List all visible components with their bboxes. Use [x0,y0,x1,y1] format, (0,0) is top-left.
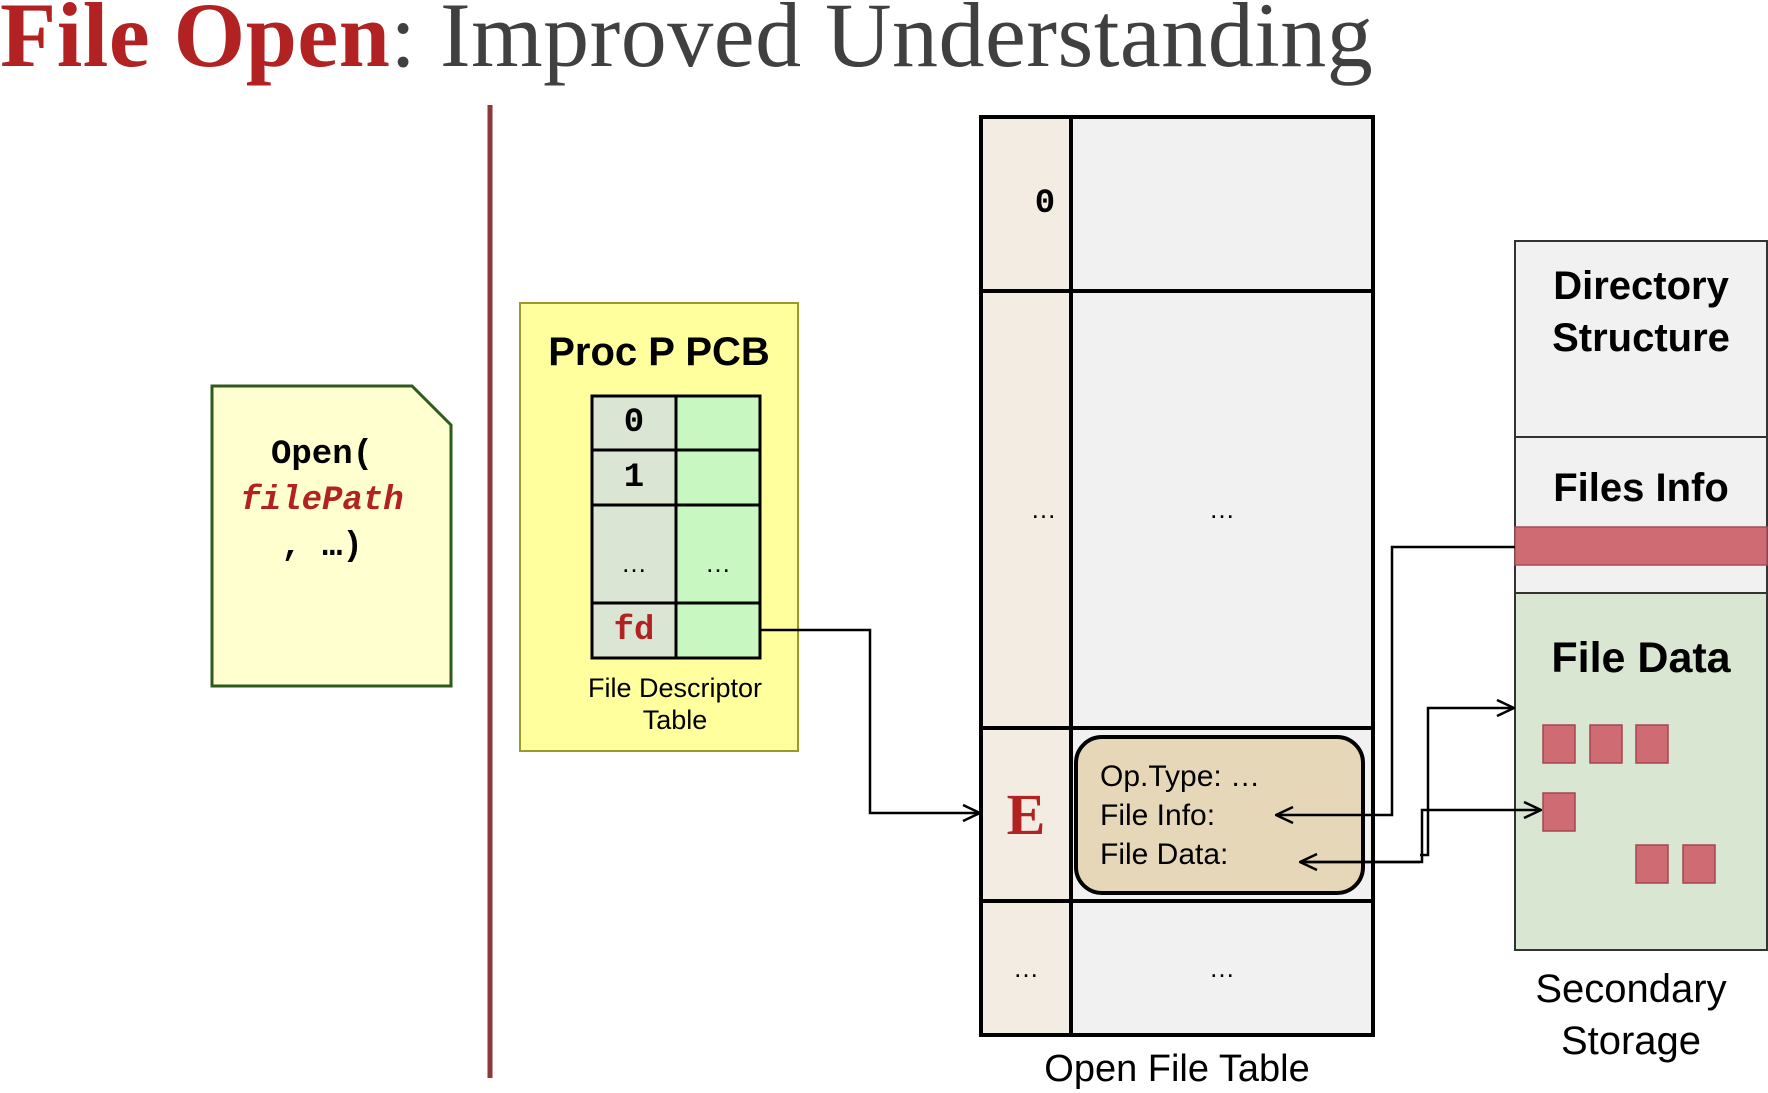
fd-to-entry-arrow [760,628,980,813]
fd-caption-line1: File Descriptor [587,673,763,703]
file-data-label: File Data [1551,633,1731,682]
secondary-storage-caption: Secondary Storage [1505,963,1757,1067]
file-data-blocks [1542,724,1716,884]
oft-index-ellipsis-2: … [1013,952,1039,983]
fd-index-fd: fd [613,611,655,650]
fd-caption-line2: Table [642,705,708,735]
open-call-note [210,384,453,688]
files-info-label: Files Info [1553,465,1729,510]
oft-value-ellipsis-2: … [1209,952,1235,983]
oft-index-0: 0 [1034,185,1056,223]
fd-index-ellipsis: … [621,547,647,578]
fd-table-caption: File Descriptor Table [520,672,830,736]
entry-op-type: Op.Type: … [1100,760,1261,793]
file-descriptor-table [590,394,762,660]
fd-index-0: 0 [623,404,645,442]
storage-caption-line2: Storage [1560,1019,1702,1063]
files-info-arrow [1276,545,1515,815]
file-data-arrow-region [1420,708,1514,857]
open-file-entry-text: Op.Type: … File Info: File Data: [1100,757,1260,874]
storage-caption-line1: Secondary [1535,967,1727,1011]
oft-index-e: E [1006,782,1046,847]
open-call-text: Open( filePath , …) [232,432,412,570]
files-info-entry-bar [1514,526,1768,566]
open-call-line1: Open( [270,436,374,474]
fd-value-ellipsis: … [705,547,731,578]
directory-line1: Directory [1553,264,1729,308]
open-file-table-caption: Open File Table [1044,1048,1310,1090]
title-highlight: File Open [0,0,391,86]
oft-index-ellipsis-1: … [1030,494,1057,524]
open-call-filepath: filePath [240,482,404,520]
entry-file-info: File Info: [1100,799,1216,832]
directory-structure-label: Directory Structure [1515,260,1767,364]
fd-index-1: 1 [623,458,645,497]
directory-line2: Structure [1552,316,1730,360]
secondary-storage [1514,240,1768,951]
title-rest: : Improved Understanding [390,0,1374,86]
page-title: File Open: Improved Understanding [0,0,1373,88]
open-call-line3: , …) [281,528,363,566]
oft-value-ellipsis-1: … [1209,494,1235,524]
pcb-title: Proc P PCB [548,329,770,374]
entry-file-data: File Data: [1100,838,1229,871]
